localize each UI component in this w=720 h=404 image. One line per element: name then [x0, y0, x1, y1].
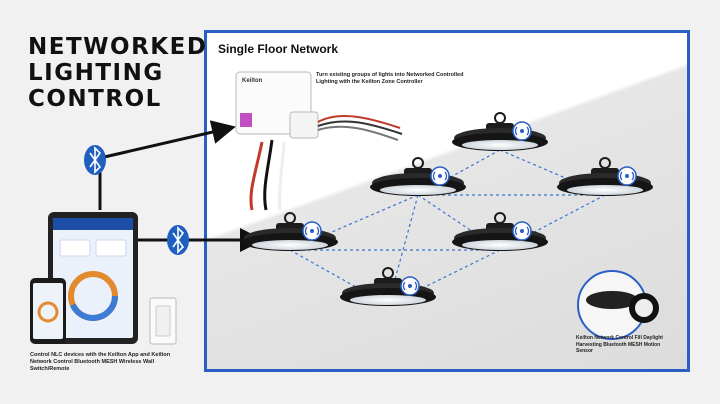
app-caption: Control NLC devices with the Keilton App… [30, 352, 171, 372]
controller-brand: Keilton [242, 78, 263, 84]
title-line-1: NETWORKED [28, 34, 208, 60]
wireless-sensor-icon [430, 166, 450, 186]
wireless-sensor-icon [512, 221, 532, 241]
wall-switch [149, 297, 177, 345]
high-bay-fixture [340, 267, 436, 306]
high-bay-fixture [242, 212, 338, 251]
motion-sensor-inset [577, 270, 659, 340]
phone-device [30, 278, 66, 344]
page-title: NETWORKED LIGHTING CONTROL [28, 34, 207, 112]
high-bay-fixture [370, 157, 466, 196]
wireless-sensor-icon [302, 221, 322, 241]
title-line-2: LIGHTING [28, 60, 164, 86]
high-bay-fixture [452, 212, 548, 251]
high-bay-fixture [452, 112, 548, 151]
sensor-caption: Keilton Network Control Fill Daylight Ha… [576, 335, 663, 354]
wireless-sensor-icon [400, 276, 420, 296]
tablet-device [48, 212, 138, 344]
title-line-3: CONTROL [28, 86, 162, 112]
wireless-sensor-icon [617, 166, 637, 186]
wireless-sensor-icon [512, 121, 532, 141]
high-bay-fixture [557, 157, 653, 196]
bluetooth-icon [167, 225, 189, 255]
frame-title: Single Floor Network [218, 42, 339, 56]
zone-controller [235, 71, 403, 211]
bluetooth-icon [84, 145, 106, 175]
controller-caption: Turn existing groups of lights into Netw… [316, 72, 464, 85]
